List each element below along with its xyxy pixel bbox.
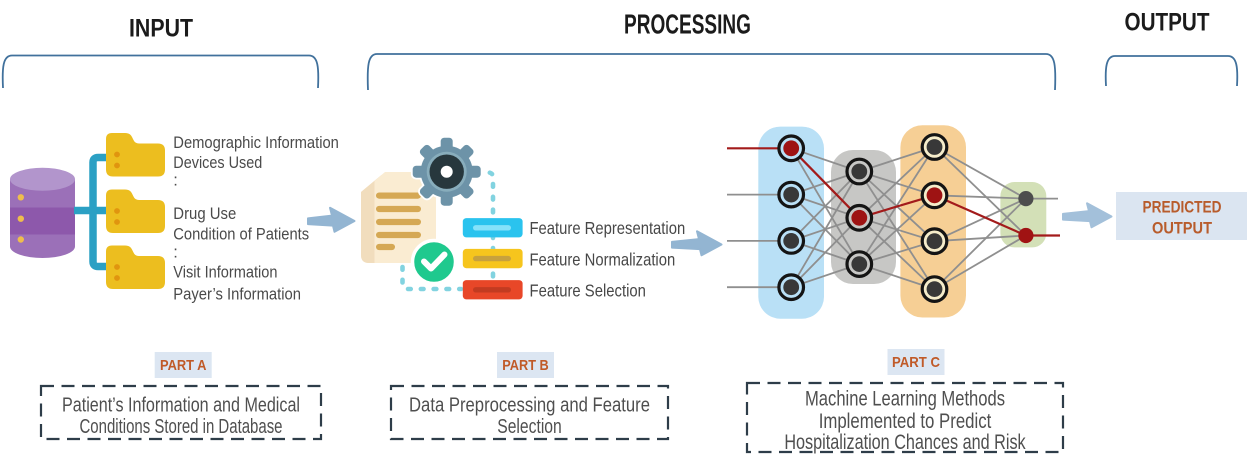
- svg-text:Machine Learning Methods: Machine Learning Methods: [805, 387, 1005, 411]
- svg-text:Patient’s Information and Medi: Patient’s Information and Medical: [62, 395, 300, 417]
- svg-text:Feature Selection: Feature Selection: [530, 281, 646, 301]
- svg-text:OUTPUT: OUTPUT: [1152, 218, 1213, 237]
- svg-text:PART C: PART C: [892, 354, 940, 371]
- svg-text:Payer’s Information: Payer’s Information: [173, 285, 301, 303]
- svg-text:PART A: PART A: [160, 357, 207, 374]
- svg-text:PART B: PART B: [502, 357, 549, 374]
- svg-text:Implemented to Predict: Implemented to Predict: [819, 409, 992, 433]
- svg-text::: :: [173, 172, 178, 190]
- svg-text:Drug Use: Drug Use: [173, 205, 236, 223]
- svg-text:OUTPUT: OUTPUT: [1125, 9, 1210, 37]
- svg-text:PROCESSING: PROCESSING: [624, 9, 751, 40]
- svg-text::: :: [173, 243, 178, 261]
- svg-text:INPUT: INPUT: [129, 15, 193, 43]
- svg-text:Hospitalization Chances and Ri: Hospitalization Chances and Risk: [784, 430, 1025, 454]
- svg-text:Feature Normalization: Feature Normalization: [530, 249, 676, 269]
- svg-text:Devices Used: Devices Used: [173, 154, 262, 172]
- svg-text:Condition of Patients: Condition of Patients: [173, 226, 309, 244]
- svg-text:Data Preprocessing and Feature: Data Preprocessing and Feature: [409, 395, 650, 417]
- svg-text:PREDICTED: PREDICTED: [1143, 197, 1222, 216]
- svg-text:Conditions Stored in Database: Conditions Stored in Database: [80, 416, 283, 438]
- svg-text:Feature Representation: Feature Representation: [530, 218, 686, 238]
- svg-text:Selection: Selection: [497, 416, 562, 438]
- svg-text:Demographic Information: Demographic Information: [173, 134, 339, 152]
- svg-text:Visit Information: Visit Information: [173, 264, 277, 282]
